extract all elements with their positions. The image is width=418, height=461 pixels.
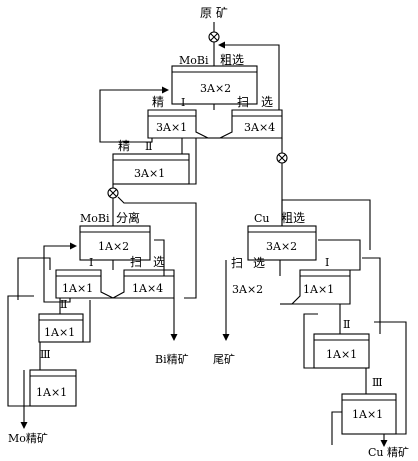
mobi-scav-stage-a: 扫 [237,95,249,109]
tailing-label: 尾矿 [213,353,235,366]
sep-clean3-cell: 1A×1 [29,369,77,407]
mobi-scav-cell: 3A×4 [219,109,283,139]
cu-scav-stage-a: 扫 [231,256,243,270]
sep-clean3-roman: Ⅲ [40,348,51,361]
sep-clean2-roman: Ⅱ [60,298,67,311]
mobi-scav-cells: 3A×4 [244,121,275,134]
mobi-clean2-stage: 精 [118,139,130,153]
cu-clean3-cell: 1A×1 [341,393,397,435]
sep-rough-cell: 1A×2 [79,225,151,261]
cu-clean2-return-line [303,313,318,369]
cu-clean3-roman: Ⅲ [372,376,383,389]
mobi-clean1-stage: 精 [152,95,164,109]
bi-concentrate-label: Bi精矿 [155,353,189,366]
cu-rough-stage: 粗选 [281,211,305,225]
mobi-scav-stage-b: 选 [261,95,273,109]
sep-clean1-cell: 1A×1 [55,269,114,299]
cu-clean1-roman: Ⅰ [325,256,329,269]
cu-conc-line [331,411,342,445]
sep-rough-stream: MoBi [80,212,110,225]
cu-clean2-cells: 1A×1 [326,348,357,361]
mixer-node-mid [276,152,288,164]
cu-loop-line [281,199,371,250]
mobi-clean2-roman: Ⅱ [145,140,152,153]
sep-clean1-roman: Ⅰ [89,256,93,269]
sep-scav-stage-a: 扫 [130,255,142,269]
mobi-clean1-cells: 3A×1 [156,121,187,134]
mixer-node-sep [107,187,119,199]
cu-rough-cells: 3A×2 [266,240,297,253]
cu-scav-cells: 3A×2 [232,283,263,296]
cu-scav-stage-b: 选 [253,256,265,270]
clean2-tail-line [189,138,197,185]
sep-rough-stage: 分离 [116,210,140,225]
sep-scav-cells: 1A×4 [132,282,163,295]
mobi-clean1-cell: 3A×1 [147,109,209,139]
sep-clean3-return-line [7,295,34,407]
cu-clean1-cell: 1A×1 [290,269,351,305]
cu-clean3-return-line [374,321,407,435]
sep-scav-stage-b: 选 [153,255,165,269]
mixer-node-top [208,31,220,43]
cu-rough-stream: Cu [254,212,270,225]
mobi-rough-stage: 粗选 [220,53,244,67]
cu-clean1-return-line [318,239,361,271]
scav-return-line [218,41,280,120]
sep-scav-return-line [117,196,197,299]
clean1-feedback-line [99,86,169,143]
cu-clean2-cell: 1A×1 [313,333,370,369]
cu-rough-cell: 3A×2 [247,225,317,261]
mobi-rough-stream: MoBi [179,54,209,67]
sep-clean2-return-line [17,257,51,300]
cu-clean1-cells: 1A×1 [303,283,334,296]
cu-clean3-cells: 1A×1 [352,408,383,421]
sep-clean1-feedback-line [43,242,77,303]
sep-rough-cells: 1A×2 [98,240,129,253]
sep-clean2-tail-line [83,300,91,343]
mobi-rough-cells: 3A×2 [200,82,231,95]
sep-clean2-cell: 1A×1 [38,313,84,343]
cu-concentrate-label: Cu 精矿 [368,446,409,459]
cu-clean2-roman: Ⅱ [343,318,350,331]
cu-clean2-tail-line [362,257,381,334]
mo-concentrate-label: Mo精矿 [8,432,48,445]
sep-clean3-cells: 1A×1 [36,386,67,399]
mobi-clean2-cells: 3A×1 [134,167,165,180]
mobi-clean2-cell: 3A×1 [112,153,190,185]
sep-scav-cell: 1A×4 [112,269,175,299]
feed-label: 原 矿 [200,6,228,20]
mobi-clean1-roman: Ⅰ [181,96,185,109]
sep-clean1-cells: 1A×1 [62,282,93,295]
sep-scav-upper-line [154,239,165,276]
sep-clean2-cells: 1A×1 [44,326,75,339]
